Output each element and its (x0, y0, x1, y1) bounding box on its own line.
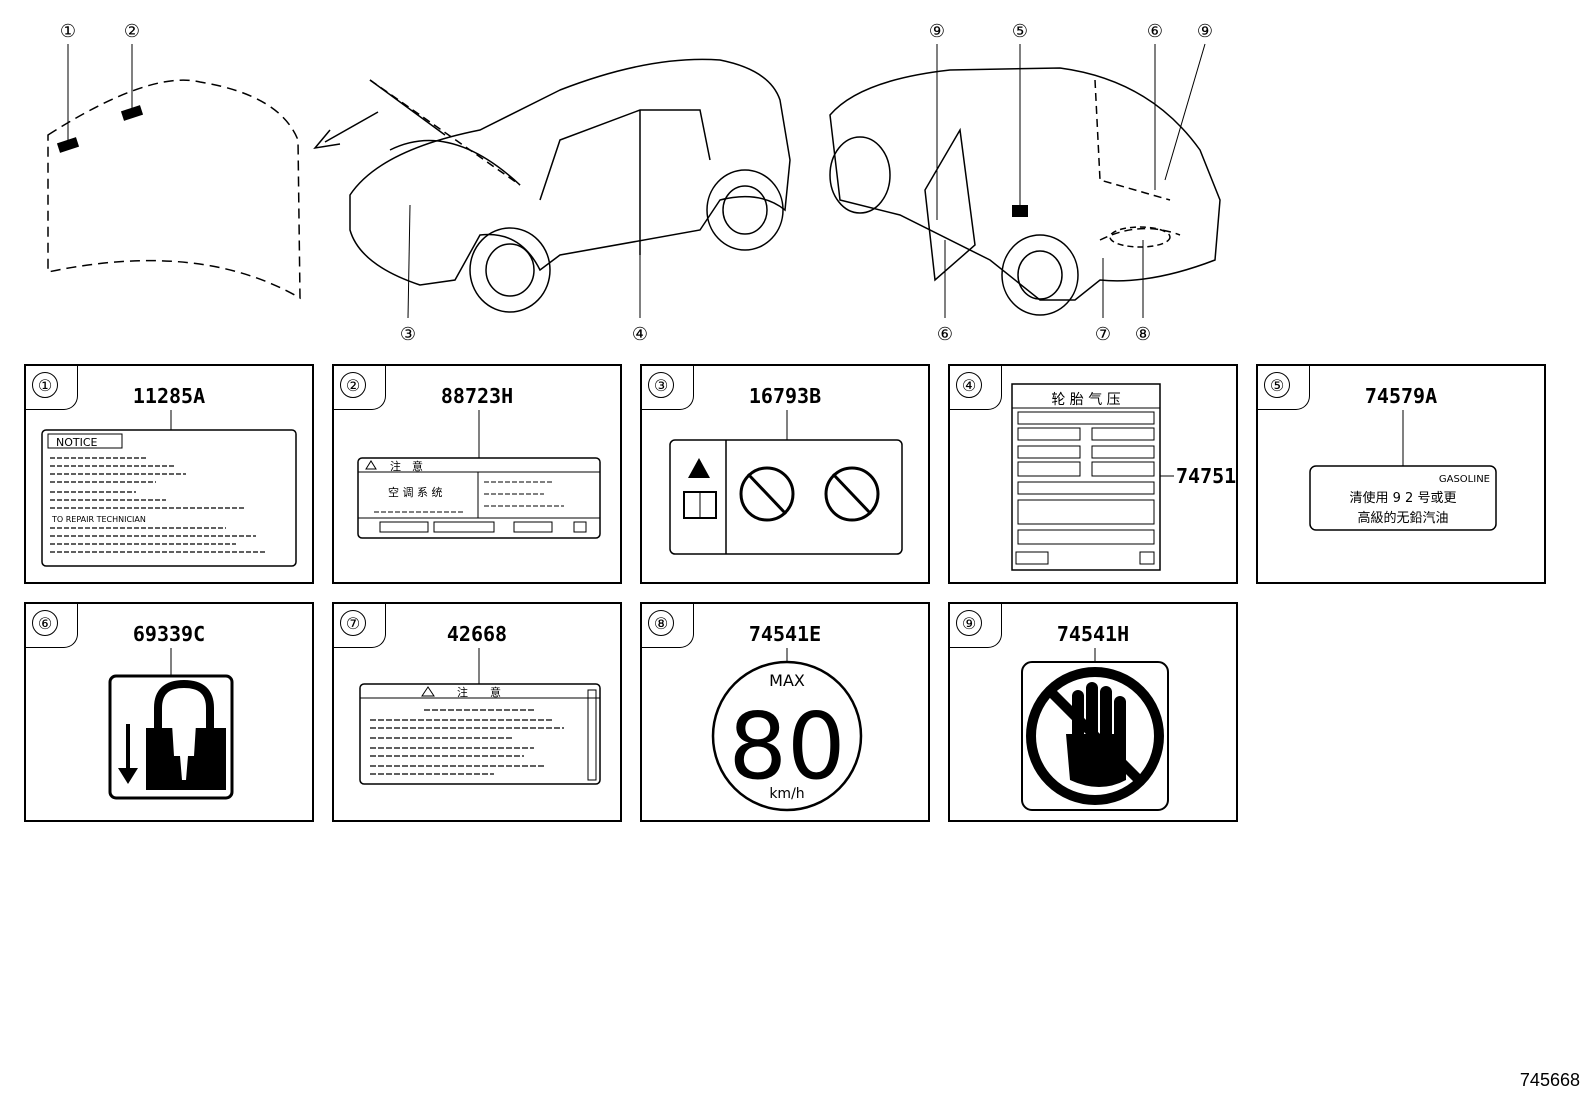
arrow-icon (313, 111, 379, 150)
label-panel-7: ⑦ 42668 注 意 (332, 602, 622, 822)
part-code: 69339C (132, 622, 206, 646)
hood-label-2-mark (120, 105, 144, 121)
label-panel-2: ② 88723H 注 意 空 调 系 统 (332, 364, 622, 584)
label-panel-3: ③ 16793B (640, 364, 930, 584)
callout-hood-2: ② (124, 21, 140, 42)
speed-unit: km/h (769, 786, 804, 802)
ac-body: 空 调 系 统 (388, 485, 443, 499)
callout-rear-5: ⑤ (1012, 21, 1028, 42)
fuel-line-1: 清使用 9 2 号或更 (1350, 490, 1457, 506)
fuel-line-2: 高級的无鉛汽油 (1357, 510, 1448, 526)
vehicle-overview: ① ② ③ ④ ⑨ ⑤ ⑥ ⑨ ⑥ ⑦ ⑧ (47, 21, 1221, 345)
notice-label-art: NOTICE TO REPAIR TECHNICIAN (41, 410, 297, 567)
callout-rear-9b: ⑨ (1197, 21, 1213, 42)
prohibition-icon (1026, 667, 1164, 805)
panel-number: ⑨ (956, 610, 982, 636)
front-car-drawing (349, 58, 791, 313)
caution-label-art: 注 意 (359, 648, 601, 785)
notice-subtitle: TO REPAIR TECHNICIAN (51, 515, 146, 524)
tire-pressure-label-art: 轮 胎 气 压 (1011, 383, 1174, 571)
hood-drawing (47, 79, 301, 300)
caution-header: 注 意 (457, 685, 501, 699)
part-code: 42668 (446, 622, 508, 646)
notice-title: NOTICE (56, 436, 98, 449)
callout-rear-6a: ⑥ (1147, 21, 1163, 42)
speed-limit-label-art: MAX 80 km/h (711, 648, 863, 812)
child-icon (174, 698, 194, 718)
reference-number: 745668 (1519, 1070, 1580, 1090)
part-code: 74541H (1056, 622, 1130, 646)
rear-car-drawing (829, 67, 1221, 316)
child-lock-label-art (108, 648, 234, 800)
callout-hood-1: ① (60, 21, 76, 42)
ac-system-label-art: 注 意 空 调 系 统 (357, 410, 601, 539)
no-spray-icon (739, 466, 795, 522)
part-code: 74579A (1364, 384, 1438, 408)
label-panel-8: ⑧ 74541E MAX 80 km/h (640, 602, 930, 822)
speed-value: 80 (728, 693, 845, 800)
panel-number: ③ (648, 372, 674, 398)
fuel-brand: GASOLINE (1439, 474, 1490, 485)
panel-number: ④ (956, 372, 982, 398)
no-touch-label-art (1021, 648, 1169, 811)
label-panel-9: ⑨ 74541H (948, 602, 1238, 822)
panel-number: ⑧ (648, 610, 674, 636)
warning-icon (688, 458, 710, 478)
label-panel-5: ⑤ 74579A GASOLINE 清使用 9 2 号或更 高級的无鉛汽油 (1256, 364, 1546, 584)
callout-front-4: ④ (632, 324, 648, 345)
speed-max-text: MAX (769, 671, 805, 690)
part-code: 74751 (1176, 464, 1237, 488)
callout-rear-6b: ⑥ (937, 324, 953, 345)
part-code: 11285A (132, 384, 206, 408)
label-panel-4: ④ 轮 胎 气 压 74751 (948, 364, 1238, 584)
fuel-lid-label-mark (1012, 205, 1028, 217)
callout-front-3: ③ (400, 324, 416, 345)
panel-number: ⑤ (1264, 372, 1290, 398)
part-code: 88723H (440, 384, 514, 408)
label-panel-1: ① 11285A NOTICE TO REPAIR TECHNICIAN (24, 364, 314, 584)
part-code: 74541E (748, 622, 822, 646)
callout-rear-9a: ⑨ (929, 21, 945, 42)
ac-header: 注 意 (390, 459, 423, 473)
no-flame-icon (824, 466, 880, 522)
label-panel-6: ⑥ 69339C (24, 602, 314, 822)
panel-number: ① (32, 372, 58, 398)
speed-limit-circle (711, 660, 863, 812)
tire-title: 轮 胎 气 压 (1051, 392, 1120, 408)
battery-warning-label-art (669, 410, 903, 555)
panel-number: ② (340, 372, 366, 398)
callout-rear-8: ⑧ (1135, 324, 1151, 345)
hood-label-1-mark (56, 137, 80, 153)
fuel-label-art: GASOLINE 清使用 9 2 号或更 高級的无鉛汽油 (1309, 410, 1497, 531)
callout-rear-7: ⑦ (1095, 324, 1111, 345)
panel-number: ⑦ (340, 610, 366, 636)
panel-number: ⑥ (32, 610, 58, 636)
part-code: 16793B (748, 384, 822, 408)
